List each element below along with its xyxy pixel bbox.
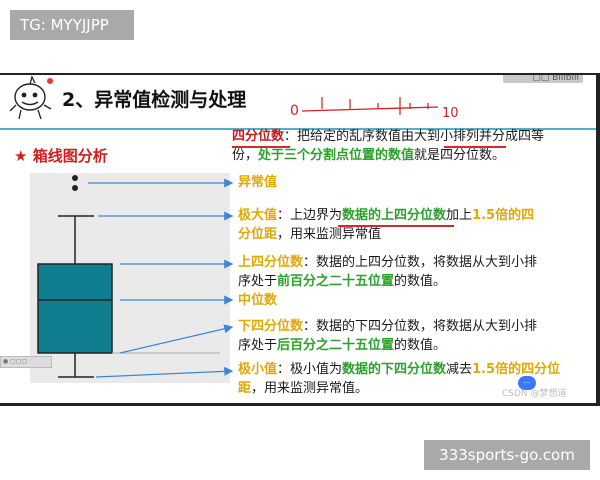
underline-term [232,146,290,148]
maximum-emph-1: 数据的上四分位数 [342,208,447,223]
minimum-text-3: ，用来监测异常值。 [251,381,369,396]
upper-quartile-text-1: ：数据的上四分位数，将数据从大到小排 [303,255,538,270]
callout-arrows [88,178,234,378]
lower-quartile-term: 下四分位数 [238,319,304,334]
mascot-icon [9,75,53,120]
maximum-term: 极大值 [238,208,278,223]
handwritten-right-label: 10 [442,106,459,121]
boxplot-chart [37,175,220,378]
maximum-text-2: 加上 [446,208,473,223]
minimum-emph-1: 数据的下四分位数 [342,362,447,377]
lower-quartile-text-2: 序处于 [238,338,278,353]
handwritten-number-line: 0 10 [290,97,459,121]
label-maximum: 极大值：上边界为数据的上四分位数加上1.5倍的四 分位距，用来监测异常值 [238,206,594,244]
label-minimum: 极小值：极小值为数据的下四分位数减去1.5倍的四分位 距，用来监测异常值。 [238,360,594,398]
maximum-emph-3: 分位距 [238,227,278,242]
star-icon: ★ [14,147,28,165]
lower-quartile-emph: 后百分之二十五位置 [277,338,395,353]
lower-quartile-text-1: ：数据的下四分位数，将数据从大到小排 [303,319,538,334]
label-lower-quartile: 下四分位数：数据的下四分位数，将数据从大到小排 序处于后百分之二十五位置的数值。 [238,317,594,355]
minimum-emph-3: 距 [238,381,252,396]
underline-phrase [444,146,506,148]
lower-quartile-text-3: 的数值。 [394,338,447,353]
label-upper-quartile: 上四分位数：数据的上四分位数，将数据从大到小排 序处于前百分之二十五位置的数值。 [238,253,594,291]
bottom-tag: 333sports-go.com [424,440,590,470]
top-tag: TG: MYYJJPP [10,10,134,40]
minimum-text-2: 减去 [446,362,473,377]
slide-border-top [0,73,600,75]
section-title: ★ 箱线图分析 [14,145,108,166]
title-divider [0,128,596,130]
definition-paragraph: 四分位数：把给定的乱序数值由大到小排列并分成四等 份，处于三个分割点位置的数值就… [232,127,592,165]
minimum-term: 极小值 [238,362,278,377]
label-outlier: 异常值 [238,173,277,192]
outlier-point [72,185,78,191]
interquartile-box [37,263,113,354]
upper-quartile-text-3: 的数值。 [394,274,447,289]
upper-quartile-emph: 前百分之二十五位置 [277,274,395,289]
arrow-minimum [95,366,234,378]
outlier-point [72,175,78,181]
handwritten-left-label: 0 [290,103,299,119]
label-median: 中位数 [238,291,277,310]
arrow-lower-quartile [119,324,234,354]
minimum-text-1: ：极小值为 [277,362,343,377]
chat-bubble-icon[interactable]: ··· [518,376,536,390]
median-term: 中位数 [238,293,278,308]
maximum-emph-2: 1.5倍的四 [472,208,535,223]
definition-emphasis: 处于三个分割点位置的数值 [258,148,415,163]
slide-border-right [596,73,600,406]
minimum-emph-2: 1.5倍的四分位 [472,362,561,377]
slide-border-bottom [0,403,600,406]
section-title-text: 箱线图分析 [32,147,108,165]
definition-term: 四分位数 [232,129,285,144]
underline-maximum [338,225,454,227]
upper-quartile-term: 上四分位数 [238,255,304,270]
slide: 2、异常值检测与处理 0 10 ▢▢ Bilibili ★ 箱线图分析 四分位数… [0,73,600,405]
definition-text-3: 就是四分位数。 [414,148,506,163]
watermark: CSDN @梦想道 [502,389,567,399]
definition-text-1: ：把给定的乱序数值由大到小排列并分成四等 [284,129,545,144]
maximum-text-3: ，用来监测异常值 [277,227,382,242]
video-control-bar[interactable]: ● ▢▢▢ [0,356,52,368]
upper-quartile-text-2: 序处于 [238,274,278,289]
outlier-term: 异常值 [238,175,278,190]
maximum-text-1: ：上边界为 [277,208,343,223]
brand-logo: ▢▢ Bilibili [503,73,583,83]
slide-title: 2、异常值检测与处理 [62,89,247,111]
definition-text-2: 份， [232,148,259,163]
